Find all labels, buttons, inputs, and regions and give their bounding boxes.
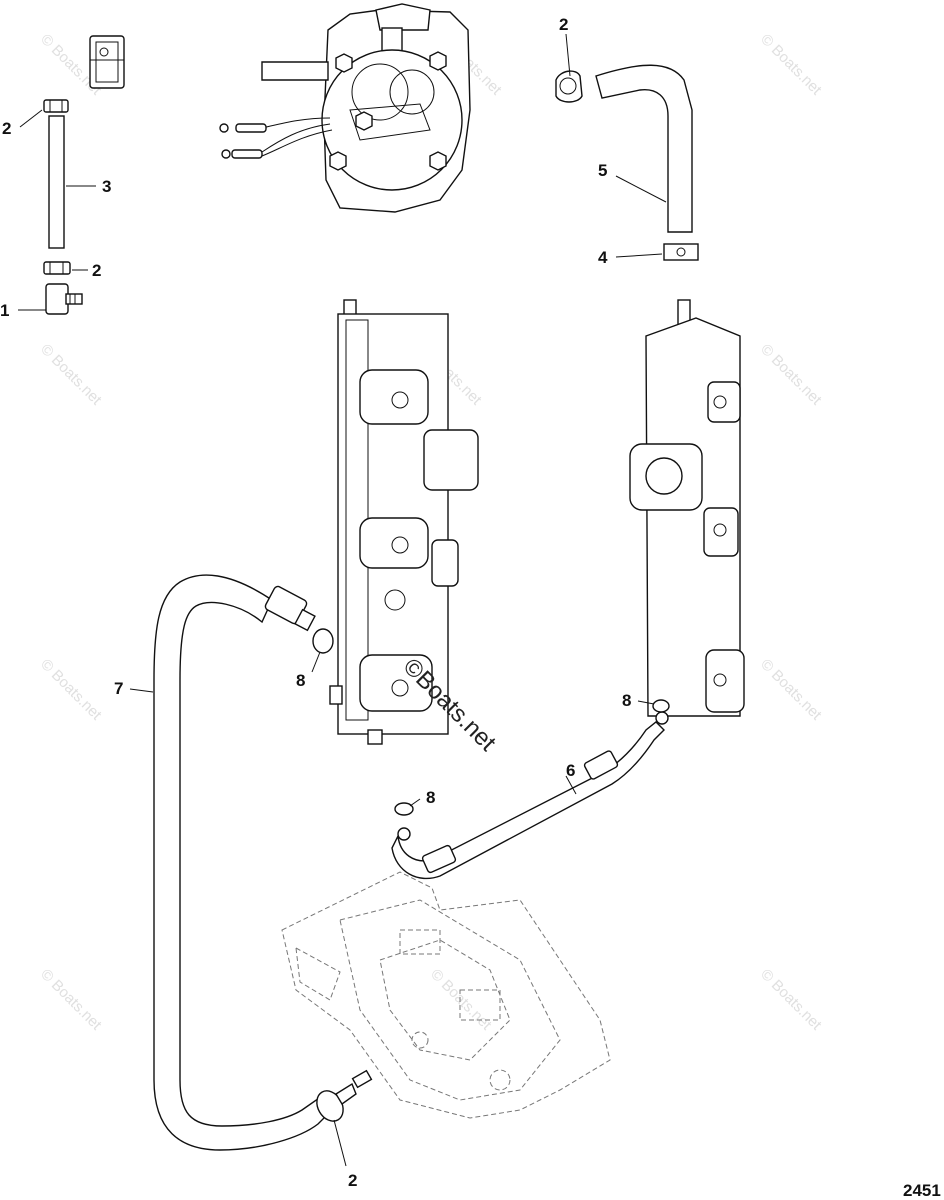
callout-8: 8 [296,671,305,690]
o-ring-right [652,699,670,713]
callout-5: 5 [598,161,607,180]
fuel-rail-right [629,299,745,717]
watermark-tile: © Boats.net [37,966,105,1034]
callout-2: 2 [348,1171,357,1190]
o-ring-center [394,802,414,816]
leader-lines [18,33,667,1167]
hose-fitting-top-left [43,99,69,113]
callout-4: 4 [598,248,608,267]
hose-fitting-lower-left [43,261,71,275]
callout-7: 7 [114,679,123,698]
fuel-line-rigid [391,711,669,880]
callout-2: 2 [2,119,11,138]
fuel-rail-left [329,299,479,745]
watermark-tile: © Boats.net [757,31,825,99]
callout-2: 2 [559,15,568,34]
callout-8: 8 [426,788,435,807]
vent-hose [555,64,693,233]
fuel-tube-short [48,115,65,249]
watermark-tile: © Boats.net [757,341,825,409]
callout-2: 2 [92,261,101,280]
callout-3: 3 [102,177,111,196]
callout-6: 6 [566,761,575,780]
figure-number: 2451 [903,1181,941,1200]
elbow-fitting [45,283,83,315]
callout-1: 1 [0,301,9,320]
watermark-tile: © Boats.net [37,341,105,409]
fitting-block [89,35,125,89]
watermark-tile: © Boats.net [427,966,495,1034]
o-ring-left [312,628,334,654]
callout-8: 8 [622,691,631,710]
watermark-tile: © Boats.net [757,656,825,724]
adapter-plate-phantom [281,871,611,1119]
fuel-hose-long [153,574,331,1151]
hose-clamp-bottom [316,1069,373,1122]
clip-item-4 [663,243,699,261]
watermark-tile: © Boats.net [37,656,105,724]
callouts: 1 2 2 3 2 5 4 7 8 8 6 8 2 [0,15,631,1190]
fuel-pump-assembly [219,3,471,213]
watermark-tile: © Boats.net [757,966,825,1034]
